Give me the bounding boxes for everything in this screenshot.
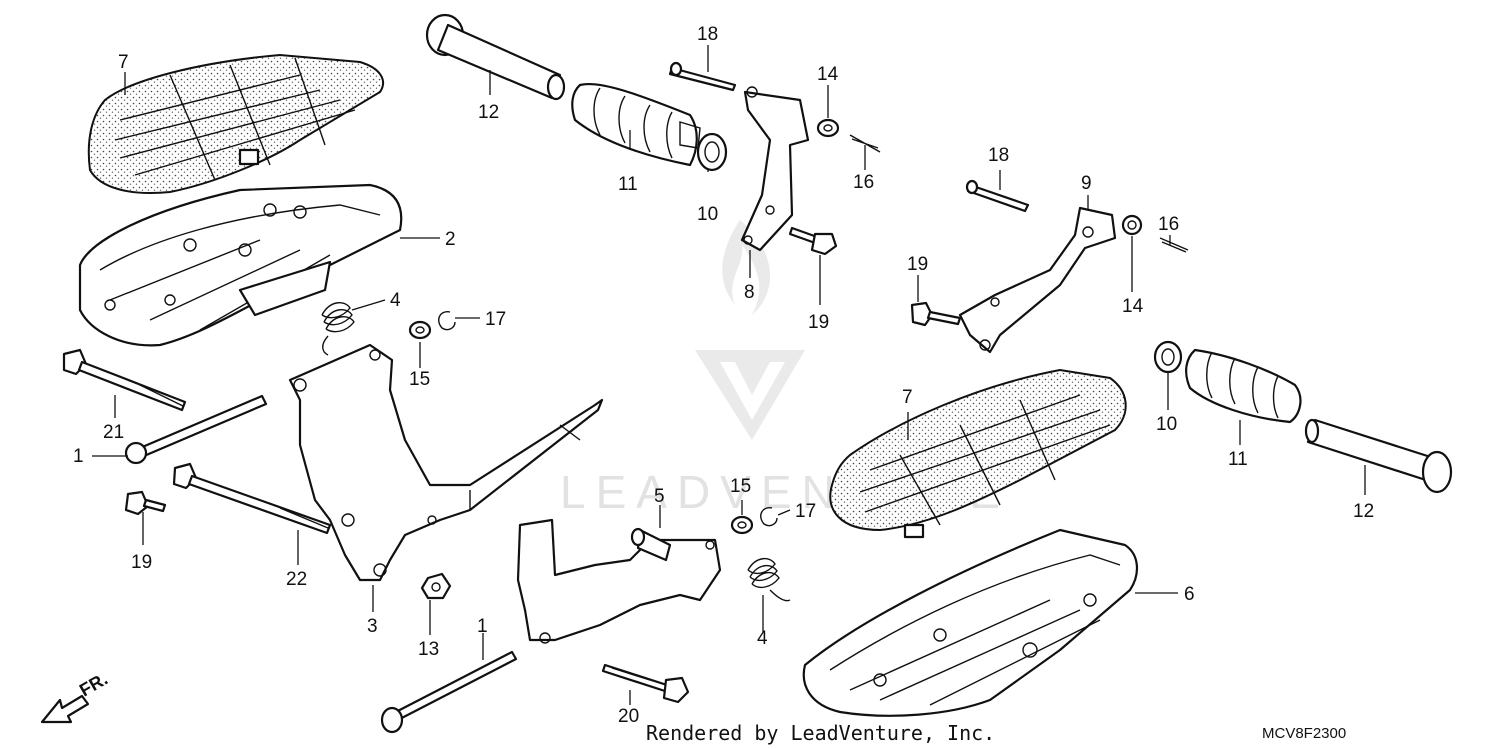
diagram-code: MCV8F2300 bbox=[1262, 725, 1346, 742]
callout-5: 5 bbox=[654, 486, 665, 507]
part-1-pin-left bbox=[124, 394, 268, 465]
callout-11-upper: 11 bbox=[618, 174, 638, 195]
part-2-footboard-base-left bbox=[78, 183, 403, 347]
part-11-peg-rubber-right bbox=[1185, 348, 1302, 424]
callout-14-right: 14 bbox=[1122, 296, 1144, 317]
callout-18-upper: 18 bbox=[697, 24, 718, 45]
callout-19-right: 19 bbox=[907, 254, 928, 275]
part-12-pin-upper bbox=[425, 13, 566, 101]
leader-lines bbox=[92, 45, 1366, 705]
part-16-cotter-pin-right bbox=[1159, 237, 1189, 253]
callout-20: 20 bbox=[618, 706, 639, 727]
callout-17-lower: 17 bbox=[795, 501, 816, 522]
part-14-washer-upper bbox=[816, 118, 840, 138]
part-19-bolt-upper bbox=[788, 226, 838, 256]
callout-18-right: 18 bbox=[988, 145, 1009, 166]
callout-10-upper: 10 bbox=[697, 204, 718, 225]
part-17-clip-left bbox=[438, 311, 456, 331]
rendered-by-credit: Rendered by LeadVenture, Inc. bbox=[646, 721, 995, 745]
callout-10-right: 10 bbox=[1156, 414, 1177, 435]
part-10-collar-right bbox=[1153, 340, 1183, 374]
callout-4-upper: 4 bbox=[390, 290, 401, 311]
callout-12-upper: 12 bbox=[478, 102, 499, 123]
callout-11-right: 11 bbox=[1228, 449, 1248, 470]
part-19-bolt-right bbox=[910, 301, 962, 327]
part-1-pin-lower bbox=[380, 650, 518, 734]
callout-4-lower: 4 bbox=[757, 628, 768, 649]
part-5-bracket-lower bbox=[516, 518, 722, 644]
part-8-bracket-upper bbox=[740, 86, 810, 252]
callout-1-lower: 1 bbox=[477, 616, 488, 637]
part-7-footboard-rubber-right bbox=[829, 368, 1127, 539]
part-7-footboard-rubber-left bbox=[87, 53, 385, 194]
part-14-washer-right bbox=[1121, 214, 1143, 236]
part-21-bolt bbox=[62, 348, 187, 412]
callout-16-upper: 16 bbox=[853, 172, 874, 193]
part-4-spring-left bbox=[321, 302, 355, 356]
callout-9: 9 bbox=[1081, 173, 1092, 194]
callout-7-right: 7 bbox=[902, 387, 913, 408]
callout-14-upper: 14 bbox=[817, 64, 839, 85]
part-19-bolt-left bbox=[124, 490, 167, 516]
callout-19-upper: 19 bbox=[808, 312, 829, 333]
callout-22: 22 bbox=[286, 569, 307, 590]
callout-13: 13 bbox=[418, 639, 439, 660]
callout-2: 2 bbox=[445, 229, 456, 250]
callout-3: 3 bbox=[367, 616, 378, 637]
callout-19-left: 19 bbox=[131, 552, 152, 573]
part-18-pin-upper bbox=[668, 61, 737, 92]
part-22-bolt bbox=[172, 462, 332, 535]
part-4-spring-lower bbox=[747, 557, 791, 602]
part-15-washer-lower bbox=[730, 515, 754, 535]
part-3-main-bracket bbox=[288, 343, 604, 582]
part-10-collar-upper bbox=[696, 132, 728, 172]
part-6-footboard-base-right bbox=[802, 528, 1138, 717]
callout-8: 8 bbox=[744, 282, 755, 303]
part-15-washer-left bbox=[408, 320, 432, 340]
part-11-peg-rubber-upper bbox=[571, 83, 701, 167]
callout-7-left: 7 bbox=[118, 52, 129, 73]
callout-15-left: 15 bbox=[409, 369, 430, 390]
callout-1-left: 1 bbox=[73, 446, 84, 467]
front-direction-arrow: FR. bbox=[40, 669, 111, 724]
part-9-bracket-right bbox=[958, 206, 1117, 354]
part-13-nut bbox=[420, 572, 452, 600]
callouts: 7 12 18 14 11 10 16 2 4 17 15 8 19 18 9 … bbox=[73, 24, 1374, 727]
callout-17-left: 17 bbox=[485, 309, 506, 330]
part-20-bolt bbox=[601, 663, 690, 704]
part-16-cotter-pin-upper bbox=[849, 134, 881, 153]
callout-6: 6 bbox=[1184, 584, 1195, 605]
callout-21: 21 bbox=[103, 422, 124, 443]
callout-12-right: 12 bbox=[1353, 501, 1374, 522]
callout-16-right: 16 bbox=[1158, 214, 1179, 235]
part-18-pin-right bbox=[965, 179, 1030, 213]
part-17-clip-lower bbox=[760, 507, 778, 527]
callout-15-lower: 15 bbox=[730, 476, 751, 497]
part-12-pin-right bbox=[1304, 418, 1453, 494]
